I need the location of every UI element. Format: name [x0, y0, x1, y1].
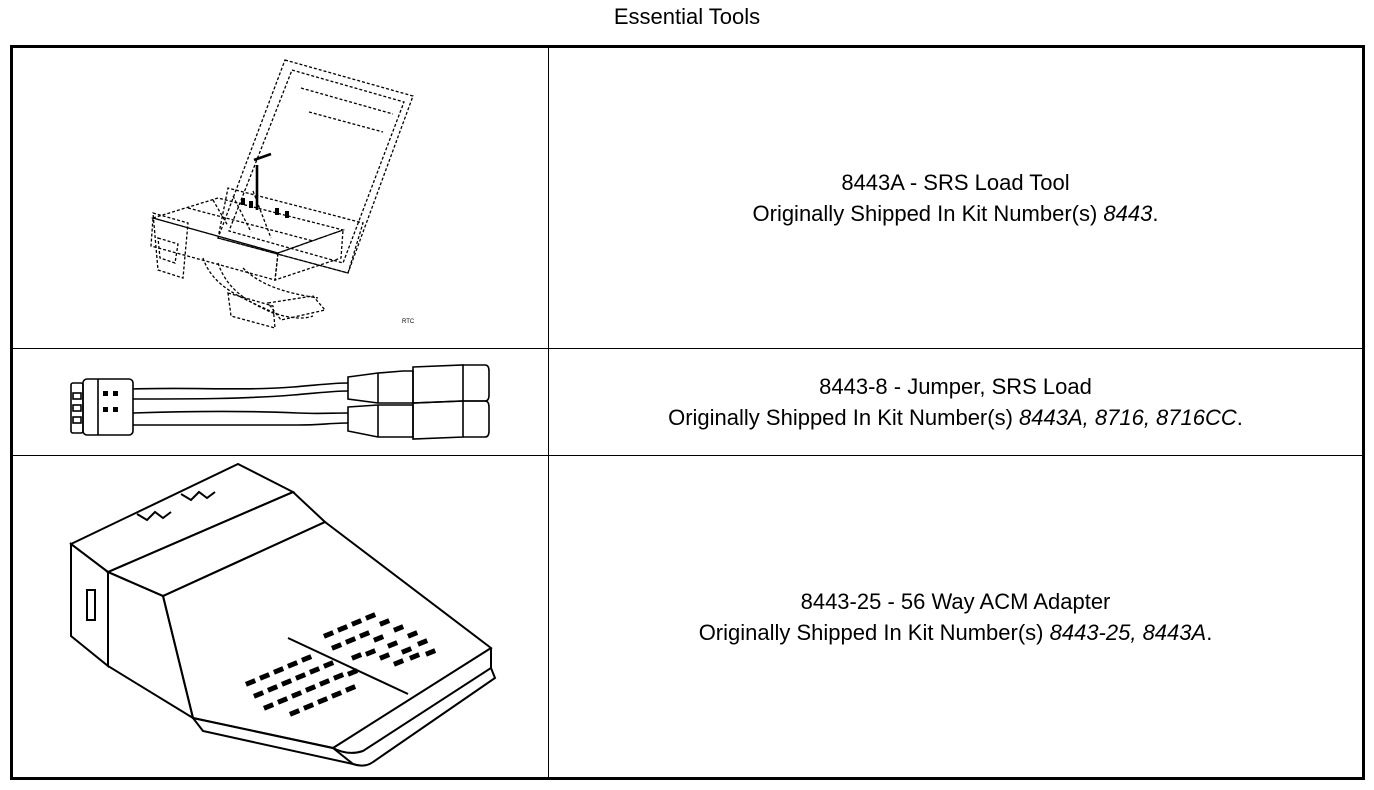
tool-description: 8443A - SRS Load Tool Originally Shipped… [549, 48, 1362, 348]
table-row: 8443-8 - Jumper, SRS Load Originally Shi… [13, 349, 1362, 456]
page-title: Essential Tools [613, 4, 761, 29]
acm-adapter-icon [69, 462, 497, 767]
tool-name: 8443-25 - 56 Way ACM Adapter [800, 588, 1111, 614]
kit-suffix: . [1236, 405, 1243, 430]
tool-description: 8443-8 - Jumper, SRS Load Originally Shi… [549, 349, 1362, 455]
image-cell [13, 456, 549, 777]
srs-load-tool-icon: RTC [150, 59, 415, 329]
shipped-in-label: Originally Shipped In Kit Number(s) [752, 201, 1104, 226]
shipped-in-label: Originally Shipped In Kit Number(s) [698, 619, 1050, 645]
kit-numbers: 8443 [1103, 201, 1153, 226]
image-cell [13, 349, 549, 455]
jumper-cable-icon [70, 364, 490, 440]
tool-kits-line: Originally Shipped In Kit Number(s) 8443… [699, 617, 1213, 648]
table-row: RTC 8443A - SRS Load Tool Originally Shi… [13, 48, 1362, 349]
tool-name: 8443-8 - Jumper, SRS Load [819, 374, 1092, 399]
tool-description: 8443-25 - 56 Way ACM Adapter Originally … [549, 456, 1362, 777]
table-row: 8443-25 - 56 Way ACM Adapter Originally … [13, 456, 1362, 777]
illustration-mark: RTC [402, 319, 415, 325]
image-cell: RTC [13, 48, 549, 348]
tool-kits-line: Originally Shipped In Kit Number(s) 8443… [668, 402, 1243, 433]
shipped-in-label: Originally Shipped In Kit Number(s) [668, 405, 1020, 430]
essential-tools-table: RTC 8443A - SRS Load Tool Originally Shi… [10, 45, 1365, 780]
kit-numbers: 8443A, 8716, 8716CC [1019, 405, 1237, 430]
tool-kits-line: Originally Shipped In Kit Number(s) 8443… [753, 198, 1159, 229]
tool-name: 8443A - SRS Load Tool [841, 170, 1070, 195]
kit-suffix: . [1206, 619, 1213, 645]
kit-suffix: . [1152, 201, 1159, 226]
kit-numbers: 8443-25, 8443A [1049, 619, 1207, 645]
